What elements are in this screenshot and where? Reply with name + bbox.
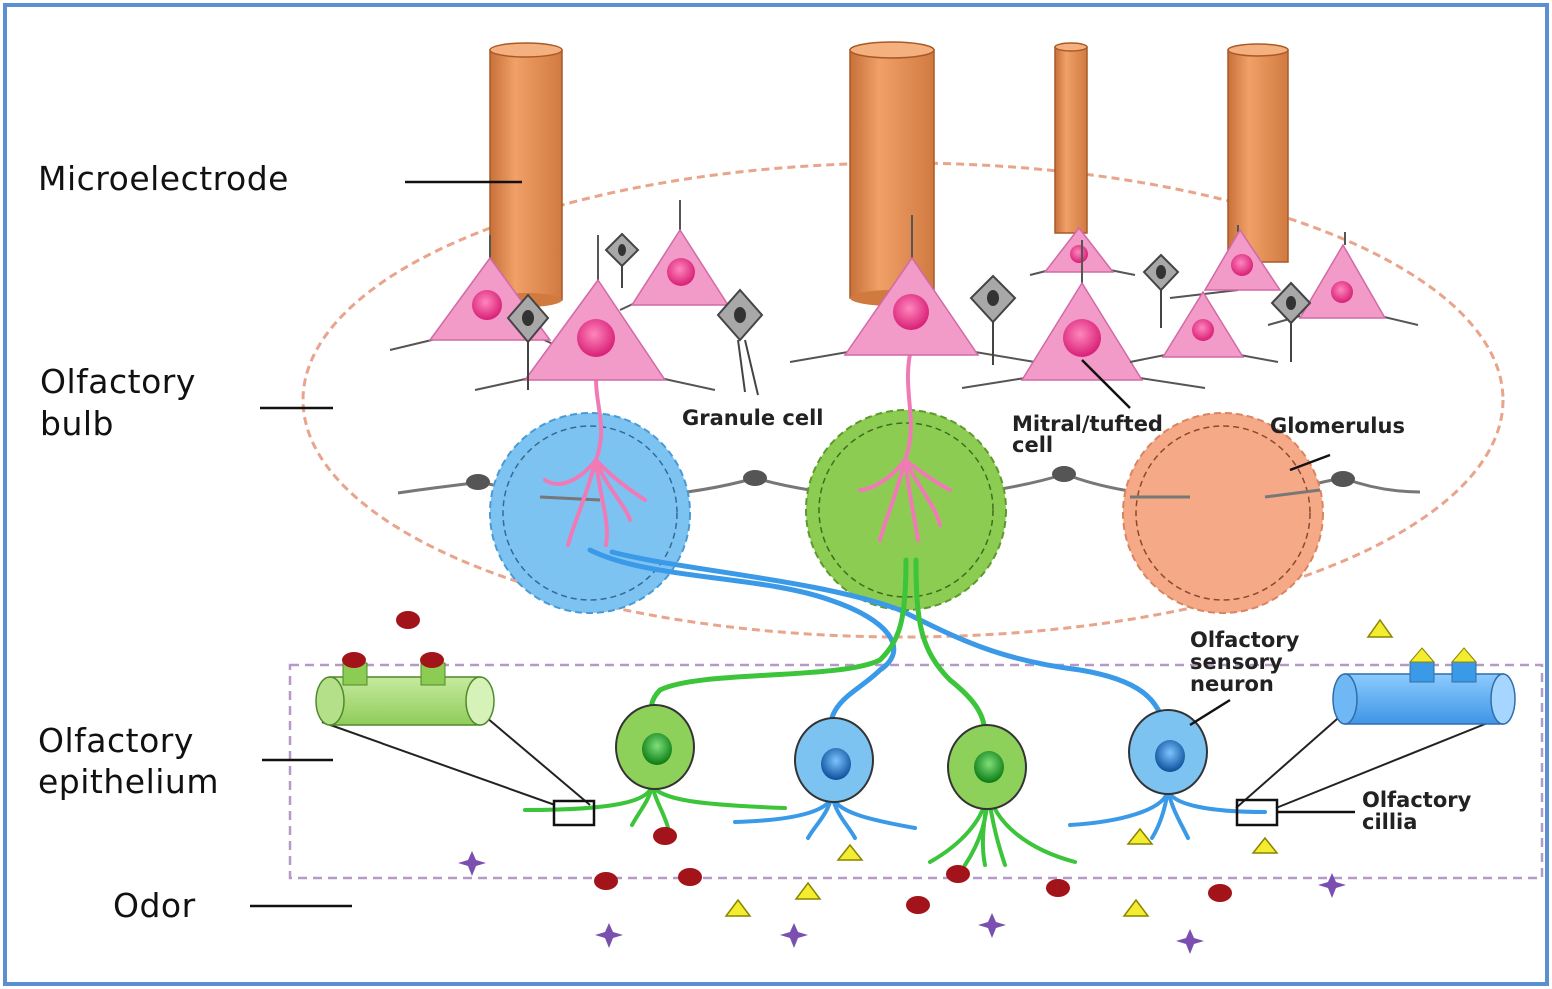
glomerulus-leader-line <box>1289 453 1331 472</box>
sensory-neuron-blue-2 <box>1128 709 1208 795</box>
granule-cell <box>604 232 640 288</box>
granule-cell <box>1142 253 1180 328</box>
olfactory-epithelium-box <box>288 663 1544 880</box>
granule-cells <box>506 232 1312 396</box>
label-mitral-tufted-1: Mitral/tufted <box>1012 412 1163 436</box>
granule-cell <box>506 293 550 390</box>
mitral-cell <box>961 240 1206 389</box>
mitral-cell <box>1129 290 1279 363</box>
glomerulus-blue <box>489 412 691 614</box>
olfactory-bulb-outline <box>301 161 1505 639</box>
sensory-neuron-leader-line <box>1189 698 1231 727</box>
odor-molecules-purple <box>458 851 1346 954</box>
odor-molecules-yellow <box>724 618 1394 917</box>
frame <box>3 3 1549 986</box>
blue-receptor-zoom <box>1235 647 1516 827</box>
granule-cell <box>1270 281 1312 362</box>
odor-molecules-red <box>396 611 1232 914</box>
label-sensory-neuron-1: Olfactory <box>1190 628 1300 652</box>
label-olfactory-epithelium-2: epithelium <box>38 762 219 801</box>
glomerulus-green <box>805 409 1007 611</box>
granule-cell <box>969 274 1017 365</box>
label-cilia-1: Olfactory <box>1362 788 1472 812</box>
label-odor: Odor <box>113 886 196 925</box>
mitral-cell <box>789 215 1036 363</box>
microelectrode-3 <box>1054 42 1088 234</box>
sensory-neuron-green-1 <box>615 704 695 790</box>
mitral-cells <box>389 200 1419 391</box>
label-olfactory-bulb-1: Olfactory <box>40 362 196 401</box>
label-glomerulus: Glomerulus <box>1270 414 1405 438</box>
label-granule-cell: Granule cell <box>682 406 824 430</box>
label-mitral-tufted-2: cell <box>1012 433 1053 457</box>
mitral-cell <box>1267 232 1419 326</box>
mitral-cell <box>619 200 746 311</box>
label-sensory-neuron-2: sensory <box>1190 650 1283 674</box>
glomerulus-orange <box>1122 412 1324 614</box>
mitral-cell <box>1029 226 1136 276</box>
label-microelectrode: Microelectrode <box>38 159 289 198</box>
label-olfactory-epithelium-1: Olfactory <box>38 721 194 760</box>
microelectrode-1 <box>489 42 563 307</box>
label-sensory-neuron-3: neuron <box>1190 672 1274 696</box>
sensory-neuron-blue-1 <box>794 717 874 803</box>
granule-cell <box>716 288 764 396</box>
label-olfactory-bulb-2: bulb <box>40 404 114 443</box>
green-axons <box>648 557 988 738</box>
green-receptor-zoom <box>315 652 596 827</box>
sensory-neuron-green-2 <box>947 724 1027 810</box>
mitral-cell <box>474 235 716 391</box>
mitral-leader-line <box>1081 359 1131 409</box>
microelectrode-2 <box>849 41 935 306</box>
label-cilia-2: cillia <box>1362 810 1417 834</box>
blue-axons <box>587 547 1168 733</box>
mitral-dendrites <box>543 343 952 547</box>
